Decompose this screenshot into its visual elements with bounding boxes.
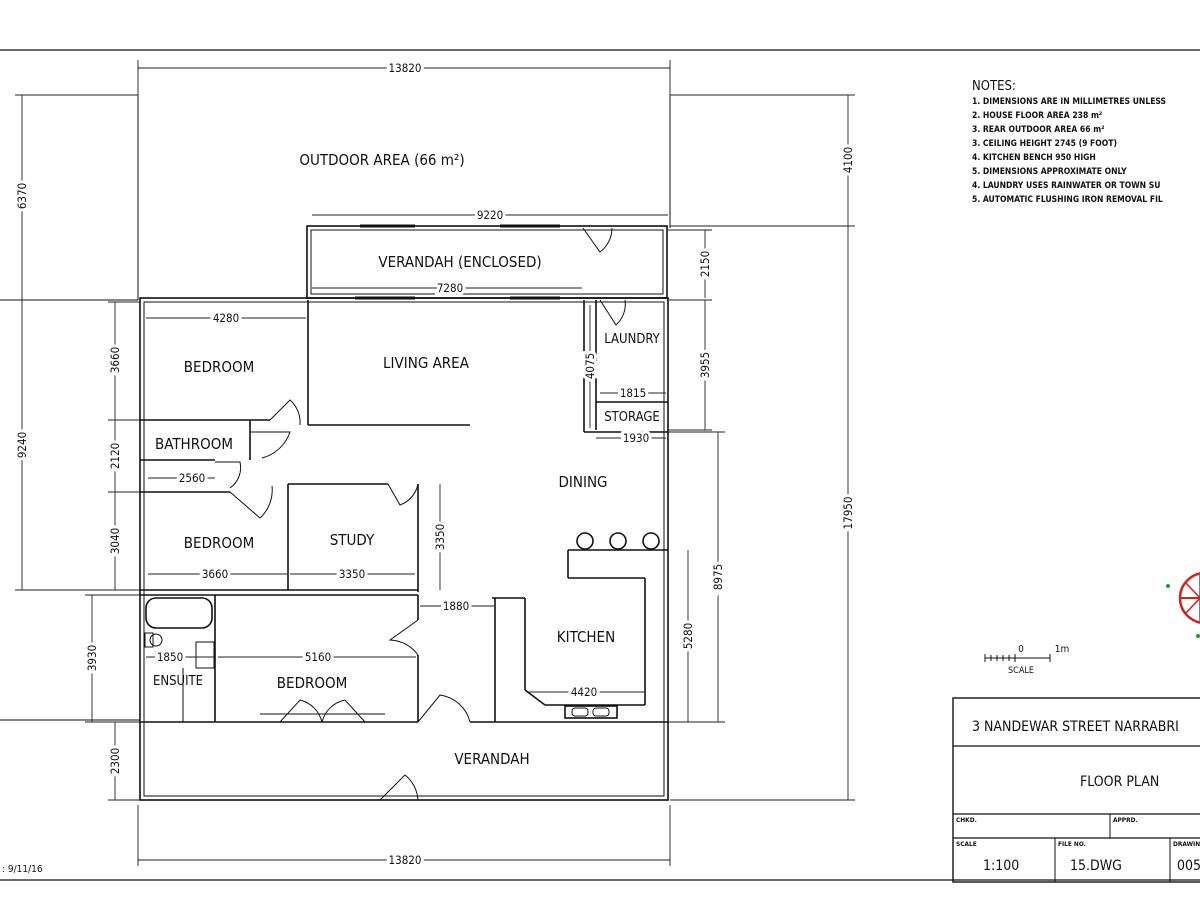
dimension-lines [15,60,855,866]
doors [215,227,626,801]
dim-verandah-enclosed-depth: 2150 [698,251,712,277]
title-drawing-value: 005 [1177,858,1200,874]
note-item: 1. DIMENSIONS ARE IN MILLIMETRES UNLESS [972,97,1166,107]
north-compass-icon [1166,572,1200,638]
scale-label: SCALE [1008,666,1034,676]
title-block: 3 NANDEWAR STREET NARRABRI FLOOR PLAN CH… [952,697,1200,883]
room-labels: OUTDOOR AREA (66 m²) VERANDAH (ENCLOSED)… [153,151,661,768]
dim-kitchen-opening: 1880 [443,599,469,613]
dim-dining-kitchen-depth: 8975 [711,564,725,590]
room-study: STUDY [330,531,375,549]
dim-outdoor-depth-left: 6370 [15,183,29,209]
room-verandah-enclosed: VERANDAH (ENCLOSED) [378,253,541,271]
room-bathroom: BATHROOM [155,435,233,453]
dim-bathroom-width: 2560 [179,471,205,485]
room-verandah: VERANDAH [454,750,529,768]
date-stamp: : 9/11/16 [2,864,43,875]
room-bedroom-2: BEDROOM [184,534,254,552]
notes-block: NOTES: 1. DIMENSIONS ARE IN MILLIMETRES … [972,79,1166,205]
note-item: 3. REAR OUTDOOR AREA 66 m² [972,125,1105,135]
windows [355,224,560,300]
room-kitchen: KITCHEN [557,628,615,646]
dim-living-width: 7280 [437,281,463,295]
room-dining: DINING [559,473,608,491]
note-item: 4. LAUNDRY USES RAINWATER OR TOWN SU [972,181,1160,191]
room-bedroom-3: BEDROOM [277,674,347,692]
title-chkd-label: CHKD. [956,816,977,824]
sheet-border [0,49,1200,881]
room-outdoor-area: OUTDOOR AREA (66 m²) [299,151,464,169]
note-item: 2. HOUSE FLOOR AREA 238 m² [972,111,1102,121]
dim-study-depth: 3350 [433,524,447,550]
dim-outdoor-depth-right: 4100 [841,147,855,173]
title-scale-label: SCALE [956,840,977,848]
room-living-area: LIVING AREA [383,354,470,372]
scale-zero: 0 [1018,644,1024,655]
title-scale-value: 1:100 [983,858,1019,874]
dim-laundry-area-depth: 3955 [698,352,712,378]
dim-verandah-depth: 2300 [108,748,122,774]
note-item: 3. CEILING HEIGHT 2745 (9 FOOT) [972,139,1117,149]
room-storage: STORAGE [604,410,660,425]
room-laundry: LAUNDRY [604,332,660,347]
dim-ensuite-depth: 3930 [85,645,99,671]
dim-overall-depth: 17950 [841,497,855,530]
title-file-label: FILE NO. [1058,840,1086,848]
note-item: 5. AUTOMATIC FLUSHING IRON REMOVAL FIL [972,195,1163,205]
walls [0,95,671,801]
title-apprd-label: APPRD. [1113,816,1138,824]
dim-verandah-enclosed-width: 9220 [477,208,503,222]
title-drawing-label: DRAWING [1173,840,1200,848]
dim-dining-width: 1930 [623,431,649,445]
dim-house-depth-left: 9240 [15,432,29,458]
room-ensuite: ENSUITE [153,674,203,689]
note-item: 5. DIMENSIONS APPROXIMATE ONLY [972,167,1127,177]
dim-laundry-depth: 4075 [583,353,597,379]
dim-bedroom3-width: 5160 [305,650,331,664]
dim-bedroom2-depth: 3040 [108,528,122,554]
title-file-value: 15.DWG [1070,858,1122,874]
scale-one: 1m [1055,644,1070,655]
dim-bedroom1-depth: 3660 [108,347,122,373]
dim-overall-width-bottom: 13820 [389,853,422,867]
dim-kitchen-bench: 4420 [571,685,597,699]
room-bedroom-1: BEDROOM [184,358,254,376]
scale-bar: 0 1m SCALE [984,644,1070,676]
notes-heading: NOTES: [972,79,1016,94]
dim-bedroom2-width: 3660 [202,567,228,581]
dimension-labels: 13820 13820 6370 9240 4100 17950 9220 72… [12,58,858,870]
dim-study-width: 3350 [339,567,365,581]
dim-bathroom-depth: 2120 [108,443,122,469]
dim-kitchen-depth: 5280 [681,623,695,649]
note-item: 4. KITCHEN BENCH 950 HIGH [972,153,1096,163]
dim-overall-width-top: 13820 [389,61,422,75]
dim-storage-width: 1815 [620,386,646,400]
dim-bedroom1-width: 4280 [213,311,239,325]
title-address: 3 NANDEWAR STREET NARRABRI [972,719,1179,735]
title-drawing-name: FLOOR PLAN [1080,774,1159,790]
dim-ensuite-width: 1850 [157,650,183,664]
